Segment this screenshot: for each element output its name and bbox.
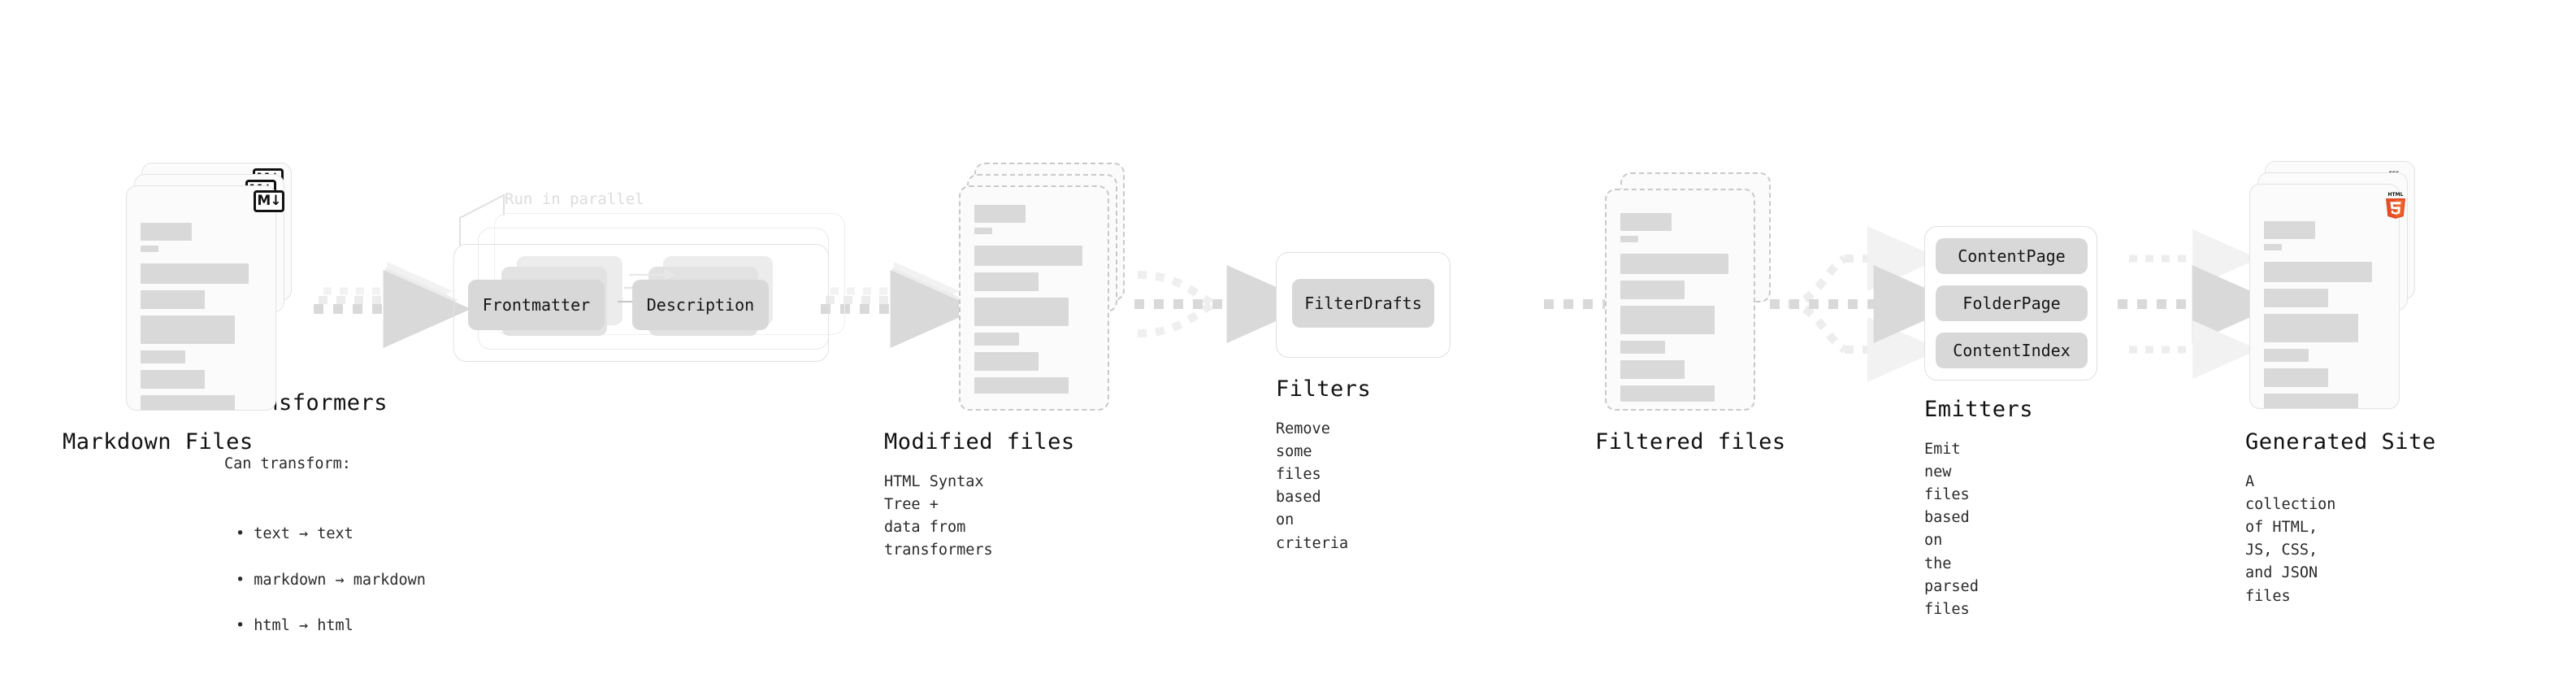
- doc-line: [974, 205, 1026, 223]
- plugin-chip-filterdrafts[interactable]: FilterDrafts: [1292, 279, 1434, 328]
- transform-rule-item: • markdown → markdown: [236, 571, 426, 589]
- doc-line: [1620, 306, 1715, 334]
- doc-line: [974, 377, 1069, 394]
- connector-filtered-to-emitters: [1770, 226, 1962, 382]
- doc-line: [141, 223, 192, 241]
- plugin-chip-description[interactable]: Description: [632, 280, 769, 330]
- transform-rule-text: text → text: [254, 525, 353, 543]
- doc-line: [974, 272, 1039, 291]
- plugin-chip-frontmatter[interactable]: Frontmatter: [468, 280, 605, 330]
- connector-md-to-transformers: [314, 262, 471, 348]
- doc-line: [141, 263, 249, 284]
- doc-line: [1620, 213, 1672, 231]
- site-card-front: [2249, 184, 2400, 409]
- run-in-parallel-label: Run in parallel: [505, 190, 644, 208]
- connector-emitters-to-site: [2118, 229, 2280, 379]
- transform-rule-item: • html → html: [236, 616, 353, 634]
- svg-text:HTML: HTML: [2388, 192, 2404, 198]
- modified-placeholder-lines: [974, 205, 1098, 400]
- stage-desc-generated-site: A collection of HTML, JS, CSS, and JSON …: [2245, 473, 2336, 605]
- stage-desc-transformers: Can transform: • text → text • markdown …: [224, 430, 426, 683]
- connector-modified-to-filters: [1134, 265, 1315, 343]
- doc-line: [2264, 221, 2315, 239]
- stage-desc-filters: Remove some files based on criteria: [1276, 420, 1349, 552]
- doc-line: [974, 228, 992, 234]
- doc-line: [974, 298, 1069, 326]
- doc-line: [141, 290, 205, 309]
- doc-line: [974, 333, 1019, 346]
- stage-title-markdown-files: Markdown Files: [63, 429, 254, 455]
- stage-title-filtered-files: Filtered files: [1595, 429, 1786, 455]
- modified-card-front: [959, 185, 1109, 411]
- doc-line: [2264, 289, 2328, 307]
- doc-line: [141, 350, 185, 363]
- doc-line: [2264, 349, 2309, 362]
- stage-title-modified-files: Modified files: [884, 429, 1075, 455]
- markdown-icon: M↓: [254, 190, 284, 212]
- doc-line: [2264, 244, 2282, 250]
- doc-line: [141, 246, 158, 252]
- stage-title-emitters: Emitters: [1924, 397, 2034, 422]
- transform-rule-text: markdown → markdown: [254, 571, 426, 589]
- doc-line: [141, 395, 235, 410]
- transformer-group-front: [453, 244, 829, 362]
- doc-line: [2264, 394, 2358, 408]
- filtered-card-front: [1605, 189, 1755, 411]
- doc-line: [1620, 385, 1715, 402]
- plugin-chip-contentpage[interactable]: ContentPage: [1936, 238, 2088, 274]
- stage-desc-modified-files: HTML Syntax Tree + data from transformer…: [884, 473, 993, 559]
- doc-line: [1620, 341, 1665, 354]
- filtered-placeholder-lines: [1620, 213, 1744, 408]
- doc-line: [141, 370, 205, 389]
- stage-title-filters: Filters: [1276, 376, 1372, 402]
- transform-rule-text: html → html: [254, 616, 353, 634]
- doc-line: [1620, 281, 1685, 299]
- stage-title-generated-site: Generated Site: [2245, 429, 2436, 455]
- doc-line: [974, 352, 1039, 371]
- doc-line: [974, 246, 1082, 266]
- doc-line: [2264, 262, 2372, 282]
- markdown-icon-glyph: M↓: [254, 190, 284, 212]
- doc-line: [1620, 360, 1685, 379]
- doc-line: [2264, 314, 2358, 342]
- plugin-chip-folderpage[interactable]: FolderPage: [1936, 285, 2088, 321]
- site-placeholder-lines: [2264, 221, 2387, 408]
- transform-rule-item: • text → text: [236, 525, 353, 543]
- html5-icon: HTML: [2383, 190, 2408, 220]
- stage-desc-emitters: Emit new files based on the parsed files: [1924, 441, 1979, 618]
- doc-line: [1620, 236, 1638, 242]
- doc-line: [2264, 368, 2328, 387]
- markdown-placeholder-lines: [141, 223, 264, 410]
- plugin-chip-contentindex[interactable]: ContentIndex: [1936, 333, 2088, 368]
- doc-line: [1620, 254, 1728, 274]
- html5-icon-glyph: HTML: [2386, 192, 2405, 219]
- doc-line: [141, 315, 235, 344]
- transform-heading: Can transform:: [224, 455, 351, 473]
- markdown-card-front: [126, 185, 276, 411]
